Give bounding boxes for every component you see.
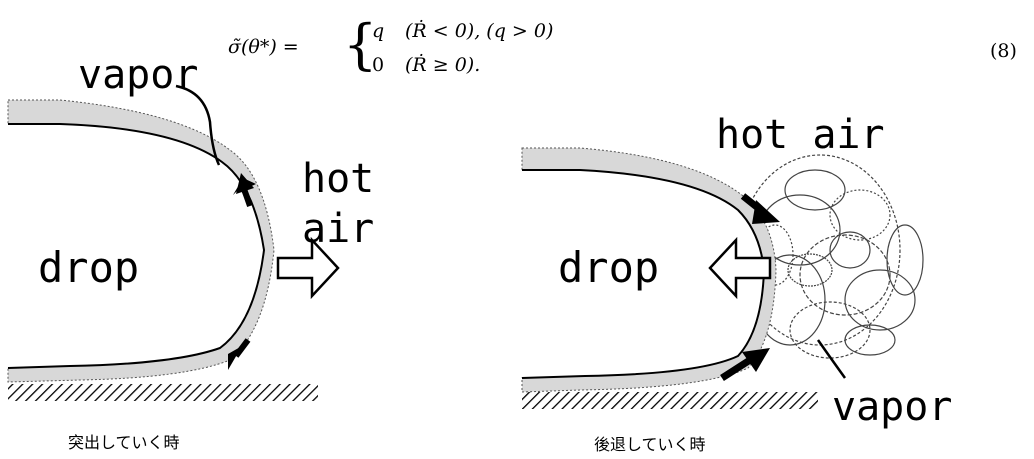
equation-number: (8) [990, 40, 1017, 62]
right-caption: 後退していく時 [594, 435, 706, 454]
recede-arrow-icon [708, 236, 772, 300]
vapor-pointer-line [175, 84, 221, 166]
right-drop-label: drop [558, 243, 659, 292]
floor-hatching [8, 384, 318, 401]
equation-left-brace: { [343, 13, 377, 76]
vapor-arrow-in-upper-icon [752, 200, 780, 224]
right-panel: hot air drop vapor 後退していく時 [521, 112, 952, 454]
vapor-arrow-in-lower-icon [742, 348, 770, 372]
equation-lhs: σ̃(θ*) = [228, 36, 299, 58]
equation-case1-value: q [372, 20, 384, 42]
vapor-pointer-line [816, 339, 847, 379]
floor-hatching [522, 392, 818, 409]
equation-case1-condition: (Ṙ < 0), (q > 0) [405, 19, 553, 42]
left-caption: 突出していく時 [68, 433, 180, 452]
right-vapor-label: vapor [832, 384, 952, 430]
left-drop-label: drop [38, 243, 139, 292]
right-hot-air-label: hot air [716, 112, 885, 158]
vapor-layer [7, 99, 275, 383]
drop-outline [7, 123, 266, 369]
vapor-arrow-up-head-icon [236, 173, 254, 194]
left-panel: vapor hot air drop 突出していく時 [7, 52, 374, 452]
left-hot-label: hot [302, 156, 374, 202]
equation-case2-condition: (Ṙ ≥ 0). [405, 53, 480, 76]
equation: σ̃(θ*) = { q (Ṙ < 0), (q > 0) 0 (Ṙ ≥ 0).… [228, 13, 1017, 76]
vapor-arrow-down-head-icon [228, 346, 242, 370]
left-air-label: air [302, 206, 374, 252]
advance-arrow-icon [276, 236, 340, 300]
left-vapor-label: vapor [78, 52, 198, 98]
equation-case2-value: 0 [372, 54, 384, 76]
